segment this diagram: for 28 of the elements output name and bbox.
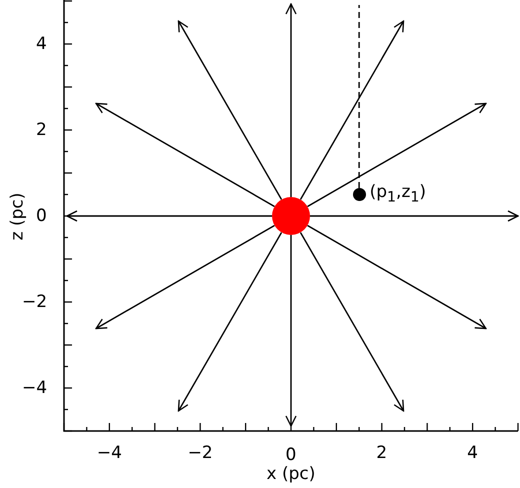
tick-label: −4: [22, 380, 48, 396]
dashed-line: [358, 5, 360, 188]
point-marker: [352, 188, 366, 201]
arrow: [285, 3, 297, 197]
arrow: [300, 232, 404, 412]
tick-label: −2: [22, 294, 48, 310]
tick-label: 2: [376, 444, 388, 462]
arrow: [285, 235, 297, 427]
tick-label: −2: [188, 444, 213, 462]
arrow: [178, 232, 282, 412]
tick-label: −4: [96, 444, 122, 462]
tick-label: 4: [467, 444, 478, 462]
axis-title: x (pc): [266, 466, 316, 482]
arrow: [178, 20, 282, 200]
arrow: [95, 102, 275, 208]
axis-title: z (pc): [9, 192, 26, 240]
tick-label: 0: [286, 446, 296, 464]
arrow: [66, 210, 272, 222]
tick-label: 2: [36, 122, 47, 138]
arrow: [307, 224, 487, 330]
arrow: [310, 210, 519, 222]
arrow: [307, 102, 487, 208]
point-label: (p$_{1}$,z$_{1}$): [370, 184, 426, 204]
tick-label: 0: [36, 208, 47, 224]
arrow: [300, 20, 404, 200]
source-circle: [272, 197, 310, 235]
tick-label: 4: [36, 36, 47, 52]
arrow: [95, 224, 275, 330]
